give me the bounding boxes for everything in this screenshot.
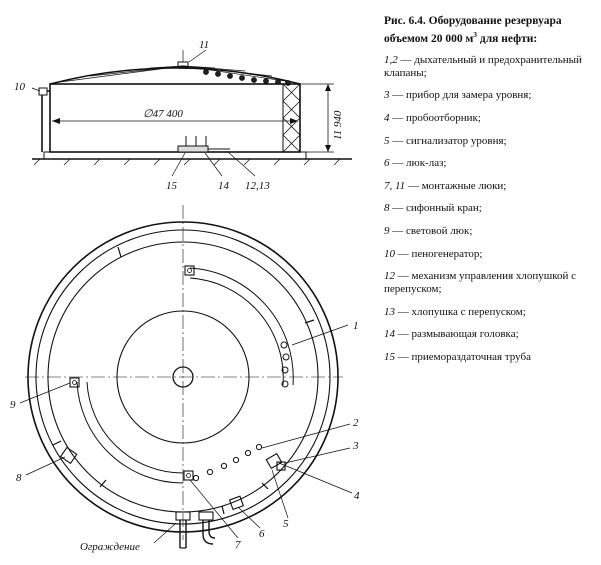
legend-item: 4 — пробоотборник; [384,112,596,125]
label-1: 1 [353,320,359,332]
legend-sep: — [397,270,409,283]
legend-item: 14 — размывающая головка; [384,328,596,341]
legend-text: механизм управления хлопушкой с перепуск… [384,270,577,296]
legend-text: пробоотборник; [406,112,481,125]
legend-num: 13 [384,305,395,318]
legend-sep: — [400,53,412,66]
legend-item: 9 — световой люк; [384,225,596,238]
label-2: 2 [353,417,359,429]
legend-text: сигнализатор уровня; [406,134,507,147]
legend-item: 13 — хлопушка с перепуском; [384,306,596,319]
legend-item: 6 — люк-лаз; [384,157,596,170]
label-12-13: 12,13 [245,180,270,192]
label-7: 7 [235,539,241,551]
label-9: 9 [10,399,16,411]
label-6: 6 [259,528,265,540]
legend-num: 5 [384,134,390,147]
label-11: 11 [199,39,209,51]
legend-num: 8 [384,202,390,215]
legend-sep: — [392,112,404,125]
legend-item: 3 — прибор для замера уровня; [384,89,596,102]
legend-num: 14 [384,328,395,341]
label-10: 10 [14,81,26,93]
legend-item: 8 — сифонный кран; [384,202,596,215]
legend-item: 15 — приемораздаточная труба [384,351,596,364]
legend-num: 3 [384,89,390,102]
legend-sep: — [392,202,404,215]
legend-sep: — [392,134,404,147]
legend-item: 12 — механизм управления хлопушкой с пер… [384,270,596,296]
elevation-view [31,49,352,177]
legend-text: дыхательный и предохранительный клапаны; [384,53,582,79]
legend-text: люк-лаз; [406,157,447,170]
legend-text: сифонный кран; [406,202,482,215]
fence-label: Ограждение [80,541,140,553]
legend-text: световой люк; [406,224,473,237]
label-4: 4 [354,490,360,502]
legend-item: 7, 11 — монтажные люки; [384,180,596,193]
legend-text: размывающая головка; [411,328,519,341]
legend-sep: — [392,224,404,237]
plan-view [19,205,353,549]
legend-sep: — [392,157,404,170]
caption-title-line2a: объемом 20 000 м [384,32,474,45]
caption-title-line2b: для нефти: [477,32,538,45]
legend-num: 1,2 [384,53,398,66]
legend-text: приемораздаточная труба [411,350,531,363]
label-5: 5 [283,518,289,530]
figure-caption: Рис. 6.4. Оборудование резервуара объемом… [384,14,596,374]
label-3: 3 [352,440,359,452]
legend-sep: — [397,328,409,341]
legend-item: 5 — сигнализатор уровня; [384,135,596,148]
caption-title-sup: 3 [473,30,478,39]
caption-title-line1: Рис. 6.4. Оборудование резервуара [384,15,562,27]
diameter-dimension: ∅47 400 [143,108,183,120]
legend-item: 10 — пеногенератор; [384,248,596,261]
legend-text: пеногенератор; [411,247,483,260]
legend-sep: — [392,89,404,102]
legend-sep: — [407,179,419,192]
legend-item: 1,2 — дыхательный и предохранительный кл… [384,54,596,80]
label-15: 15 [166,180,178,192]
legend-text: прибор для замера уровня; [406,89,532,102]
legend-num: 7, 11 [384,179,406,192]
legend-num: 15 [384,350,395,363]
legend-sep: — [397,350,409,363]
label-8: 8 [16,472,22,484]
height-dimension: 11 940 [332,110,344,140]
legend-num: 4 [384,112,390,125]
legend-num: 12 [384,270,395,283]
label-14: 14 [218,180,230,192]
legend-num: 6 [384,157,390,170]
legend-text: монтажные люки; [421,179,507,192]
legend-num: 10 [384,247,395,260]
legend-sep: — [397,305,409,318]
legend-sep: — [397,247,409,260]
caption-title: Рис. 6.4. Оборудование резервуара объемом… [384,14,596,46]
legend-num: 9 [384,224,390,237]
legend-text: хлопушка с перепуском; [411,305,526,318]
